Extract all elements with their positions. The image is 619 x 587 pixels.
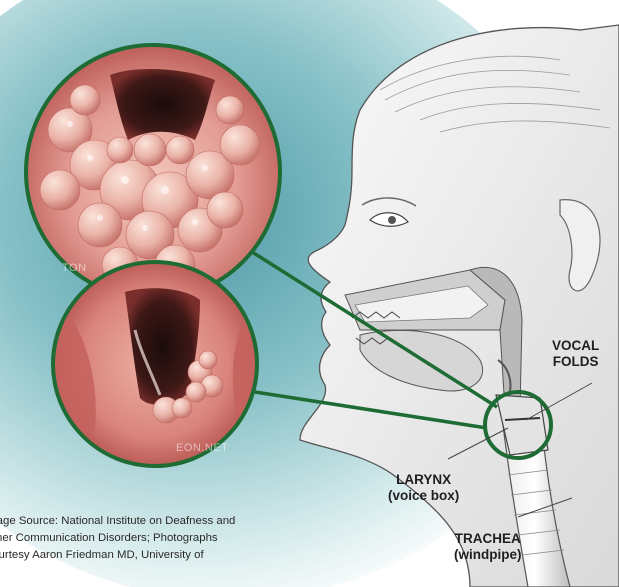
credit-line-3: Courtesy Aaron Friedman MD, University o… bbox=[0, 547, 344, 564]
credit-line-1: Image Source: National Institute on Deaf… bbox=[0, 513, 344, 530]
image-credit: Image Source: National Institute on Deaf… bbox=[0, 513, 344, 564]
label-trachea-line2: (windpipe) bbox=[454, 547, 522, 563]
label-vocal-folds-line1: VOCAL bbox=[552, 338, 599, 354]
watermark-upper: TON bbox=[62, 262, 87, 274]
label-larynx-line1: LARYNX bbox=[388, 472, 459, 488]
label-vocal-folds-line2: FOLDS bbox=[552, 354, 599, 370]
label-vocal-folds: VOCAL FOLDS bbox=[552, 338, 599, 370]
label-trachea: TRACHEA (windpipe) bbox=[454, 531, 522, 563]
label-larynx-line2: (voice box) bbox=[388, 488, 459, 504]
label-trachea-line1: TRACHEA bbox=[454, 531, 522, 547]
label-larynx: LARYNX (voice box) bbox=[388, 472, 459, 504]
credit-line-2: Other Communication Disorders; Photograp… bbox=[0, 530, 344, 547]
watermark-lower: EON.NET bbox=[176, 442, 228, 454]
